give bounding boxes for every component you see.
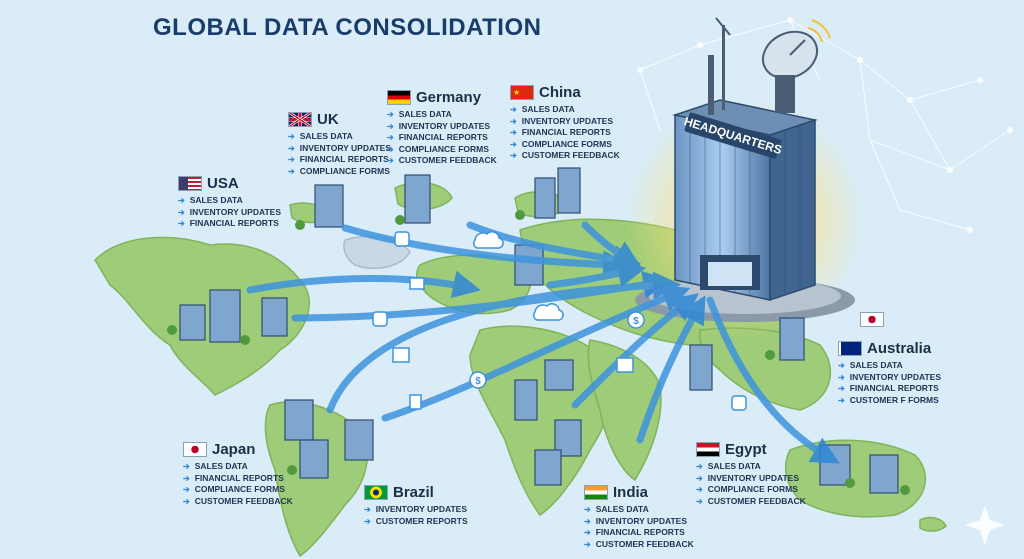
svg-text:$: $: [475, 376, 481, 387]
page-title: GLOBAL DATA CONSOLIDATION: [153, 14, 542, 41]
country-name: USA: [207, 175, 239, 192]
data-item: ➔COMPLIANCE FORMS: [387, 143, 489, 154]
country-card-usa: USA ➔SALES DATA ➔INVENTORY UPDATES ➔FINA…: [178, 175, 281, 230]
germany-flag-icon: [387, 90, 411, 105]
india-flag-icon: [584, 485, 608, 500]
svg-text:$: $: [633, 316, 639, 327]
usa-flag-icon: [178, 176, 202, 191]
data-item: ➔SALES DATA: [838, 360, 903, 370]
dollar-icon: $ $: [469, 311, 645, 389]
data-item: ➔COMPLIANCE FORMS: [183, 484, 285, 494]
africa: [469, 325, 612, 517]
data-item: ➔INVENTORY UPDATES: [696, 472, 800, 483]
data-item: ➔INVENTORY UPDATES: [510, 115, 614, 126]
country-name: India: [613, 484, 649, 501]
data-item: ➔FINANCIAL REPORTS: [838, 383, 939, 393]
country-card-australia: Australia ➔SALES DATA ➔INVENTORY UPDATES…: [838, 340, 941, 406]
document-icon: [409, 277, 425, 410]
city-buildings: [179, 167, 899, 494]
data-item: ➔CUSTOMER FEEDBACK: [510, 150, 620, 160]
data-item: ➔SALES DATA: [183, 461, 248, 471]
data-item: ➔SALES DATA: [696, 461, 761, 471]
data-item: ➔CUSTOMER FEEDBACK: [584, 538, 694, 549]
country-card-india: India ➔SALES DATA ➔INVENTORY UPDATES ➔FI…: [584, 484, 694, 550]
network-lines: [637, 17, 1013, 233]
brazil-flag-icon: [364, 485, 388, 500]
country-name: China: [539, 84, 581, 101]
cloud-icon: [473, 231, 564, 321]
country-card-egypt: Egypt ➔SALES DATA ➔INVENTORY UPDATES ➔CO…: [696, 441, 806, 507]
chart-icon: [392, 347, 634, 373]
japan-flag-icon: [183, 442, 207, 457]
data-item: ➔FINANCIAL REPORTS: [183, 472, 284, 483]
data-item: ➔INVENTORY UPDATES: [178, 206, 282, 217]
data-item: ➔CUSTOMER FEEDBACK: [183, 495, 293, 506]
country-name: Australia: [867, 340, 932, 357]
data-item: ➔SALES DATA: [510, 104, 575, 114]
data-item: ➔COMPLIANCE FORMS: [510, 138, 612, 149]
data-item: ➔INVENTORY UPDATES: [584, 515, 688, 526]
trees: [167, 210, 910, 495]
data-item: ➔INVENTORY UPDATES: [387, 120, 491, 131]
country-name: UK: [317, 111, 339, 128]
uk-flag-icon: [288, 112, 312, 127]
country-card-brazil: Brazil ➔INVENTORY UPDATES ➔CUSTOMER REPO…: [364, 484, 468, 527]
country-name: Japan: [212, 441, 256, 458]
data-item: ➔SALES DATA: [178, 195, 243, 205]
data-item: ➔CUSTOMER F FORMS: [838, 394, 939, 405]
data-item: ➔FINANCIAL REPORTS: [510, 127, 611, 137]
data-item: ➔CUSTOMER FEEDBACK: [387, 155, 497, 165]
country-name: Germany: [416, 89, 482, 106]
data-item: ➔FINANCIAL REPORTS: [178, 218, 279, 228]
japan-flag-icon: [860, 312, 884, 327]
data-item: ➔COMPLIANCE FORMS: [288, 165, 390, 176]
satellite-dish-icon: [761, 19, 831, 113]
data-item: ➔INVENTORY UPDATES: [364, 504, 468, 514]
data-item: ➔FINANCIAL REPORTS: [387, 132, 488, 142]
egypt-flag-icon: [696, 442, 720, 457]
country-name: Brazil: [393, 484, 434, 501]
data-item: ➔SALES DATA: [584, 504, 649, 514]
australia-flag-icon: [838, 341, 862, 356]
data-item: ➔COMPLIANCE FORMS: [696, 484, 798, 494]
country-card-uk: UK ➔SALES DATA ➔INVENTORY UPDATES ➔FINAN…: [288, 111, 391, 177]
database-icon: [372, 231, 747, 411]
data-item: ➔FINANCIAL REPORTS: [584, 527, 685, 537]
data-item: ➔INVENTORY UPDATES: [288, 142, 392, 153]
china-flag-icon: ★: [510, 85, 534, 100]
country-name: Egypt: [725, 441, 767, 458]
sparkle-icon: [965, 505, 1005, 545]
data-item: ➔CUSTOMER FEEDBACK: [696, 495, 806, 506]
data-item: ➔CUSTOMER REPORTS: [364, 515, 468, 526]
country-card-japan: Japan ➔SALES DATA ➔FINANCIAL REPORTS ➔CO…: [183, 441, 293, 507]
country-card-germany: Germany ➔SALES DATA ➔INVENTORY UPDATES ➔…: [387, 89, 497, 167]
country-card-china: ★ China ➔SALES DATA ➔INVENTORY UPDATES ➔…: [510, 84, 620, 162]
data-item: ➔SALES DATA: [288, 131, 353, 141]
headquarters-building-icon: [635, 17, 855, 322]
data-item: ➔SALES DATA: [387, 109, 452, 119]
data-item: ➔FINANCIAL REPORTS: [288, 154, 389, 164]
data-item: ➔INVENTORY UPDATES: [838, 371, 942, 382]
